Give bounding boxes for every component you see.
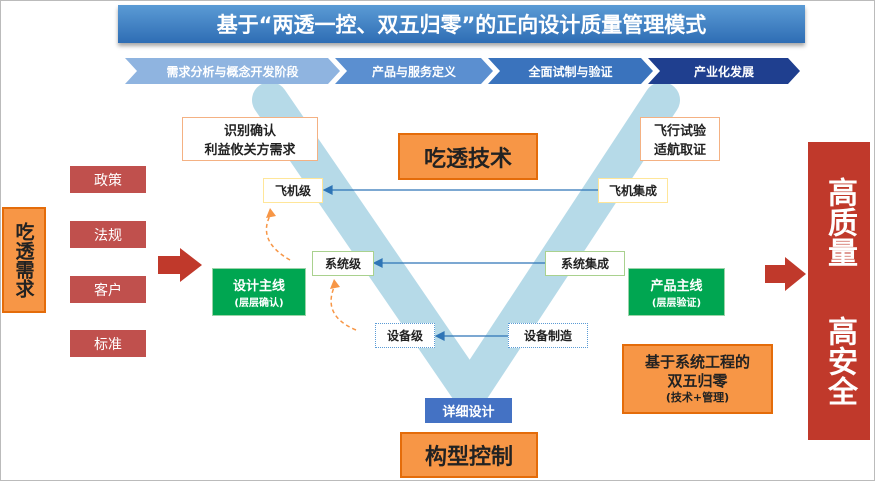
arrow-out xyxy=(765,257,806,291)
stage-2: 产品与服务定义 xyxy=(335,58,493,84)
result-safety: 高安全 xyxy=(822,315,857,406)
product-mainline: 产品主线 (层层验证) xyxy=(628,268,725,316)
design-mainline-sub: (层层确认) xyxy=(234,298,284,309)
design-mainline: 设计主线 (层层确认) xyxy=(212,268,306,316)
flight-line2: 适航取证 xyxy=(653,143,706,158)
flight-box: 飞行试验 适航取证 xyxy=(640,117,720,161)
input-regulation: 法规 xyxy=(70,221,146,248)
page-title: 基于“两透一控、双五归零”的正向设计质量管理模式 xyxy=(118,5,805,43)
stakeholder-line1: 识别确认 xyxy=(223,124,276,139)
stage-1: 需求分析与概念开发阶段 xyxy=(125,58,340,84)
stakeholder-line2: 利益攸关方需求 xyxy=(204,143,296,158)
zero-box: 基于系统工程的 双五归零 (技术+管理) xyxy=(622,344,773,414)
product-mainline-title: 产品主线 xyxy=(650,279,703,294)
design-mainline-title: 设计主线 xyxy=(232,279,285,294)
zero-line1: 基于系统工程的 xyxy=(644,353,750,372)
aircraft-level: 飞机级 xyxy=(263,178,323,203)
product-mainline-sub: (层层验证) xyxy=(651,298,702,309)
input-standard: 标准 xyxy=(70,330,146,357)
stage-3: 全面试制与验证 xyxy=(488,58,653,84)
arrow-in xyxy=(158,248,202,282)
input-customer: 客户 xyxy=(70,276,146,303)
requirements-label: 吃透需求 xyxy=(2,207,46,313)
stakeholder-box: 识别确认 利益攸关方需求 xyxy=(182,117,318,161)
stage-4: 产业化发展 xyxy=(648,58,800,84)
zero-line3: (技术+管理) xyxy=(665,390,730,404)
zero-line2: 双五归零 xyxy=(667,372,728,391)
detail-design: 详细设计 xyxy=(425,398,512,423)
input-policy: 政策 xyxy=(70,166,146,193)
equipment-level: 设备级 xyxy=(375,323,435,348)
tech-label: 吃透技术 xyxy=(398,133,538,180)
flight-line1: 飞行试验 xyxy=(653,124,706,139)
result-box: 高质量 高安全 xyxy=(808,142,870,440)
result-quality: 高质量 xyxy=(822,176,857,267)
dashed-arrow-lower xyxy=(330,282,357,331)
equipment-manufacture: 设备制造 xyxy=(508,323,588,348)
system-integration: 系统集成 xyxy=(545,251,625,276)
dashed-arrow-upper xyxy=(265,211,291,261)
aircraft-integration: 飞机集成 xyxy=(598,178,668,203)
system-level: 系统级 xyxy=(312,251,374,276)
config-control: 构型控制 xyxy=(400,432,538,478)
